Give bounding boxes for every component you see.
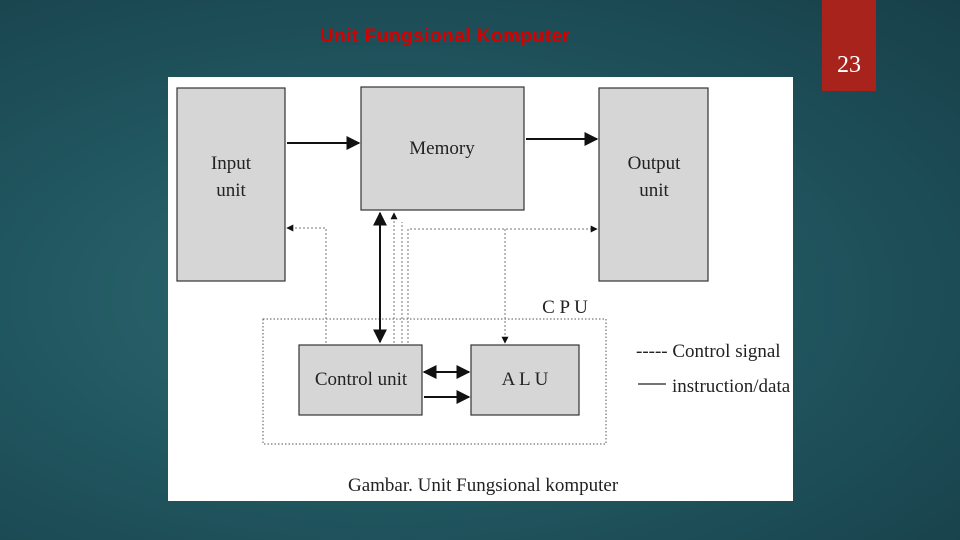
page-number-badge: 23 xyxy=(822,0,876,91)
figure-caption: Gambar. Unit Fungsional komputer xyxy=(348,475,619,496)
page-number: 23 xyxy=(837,52,861,78)
legend-control-signal: ----- Control signal xyxy=(636,341,781,362)
control-to-output-signal xyxy=(407,225,598,343)
legend-instruction-data: instruction/data xyxy=(672,376,791,397)
diagram-figure: Input unit Memory Output unit Control un… xyxy=(168,77,793,501)
alu-label: A L U xyxy=(502,369,549,390)
output-unit-label-2: unit xyxy=(639,180,669,201)
memory-block xyxy=(360,86,525,211)
input-unit-label-2: unit xyxy=(216,180,246,201)
functional-units-diagram: Input unit Memory Output unit Control un… xyxy=(176,86,791,496)
alu-block xyxy=(470,344,580,416)
cpu-label: C P U xyxy=(542,297,588,318)
control-unit-label: Control unit xyxy=(315,369,408,390)
output-unit-label-1: Output xyxy=(628,153,682,174)
control-to-input-signal xyxy=(286,224,327,343)
input-unit-label-1: Input xyxy=(211,153,252,174)
input-unit-block xyxy=(176,87,286,282)
memory-label: Memory xyxy=(409,138,475,159)
cpu-boundary xyxy=(262,318,607,445)
slide-title: Unit Fungsional Komputer xyxy=(320,26,571,47)
control-unit-block xyxy=(298,344,423,416)
output-unit-block xyxy=(598,87,709,282)
